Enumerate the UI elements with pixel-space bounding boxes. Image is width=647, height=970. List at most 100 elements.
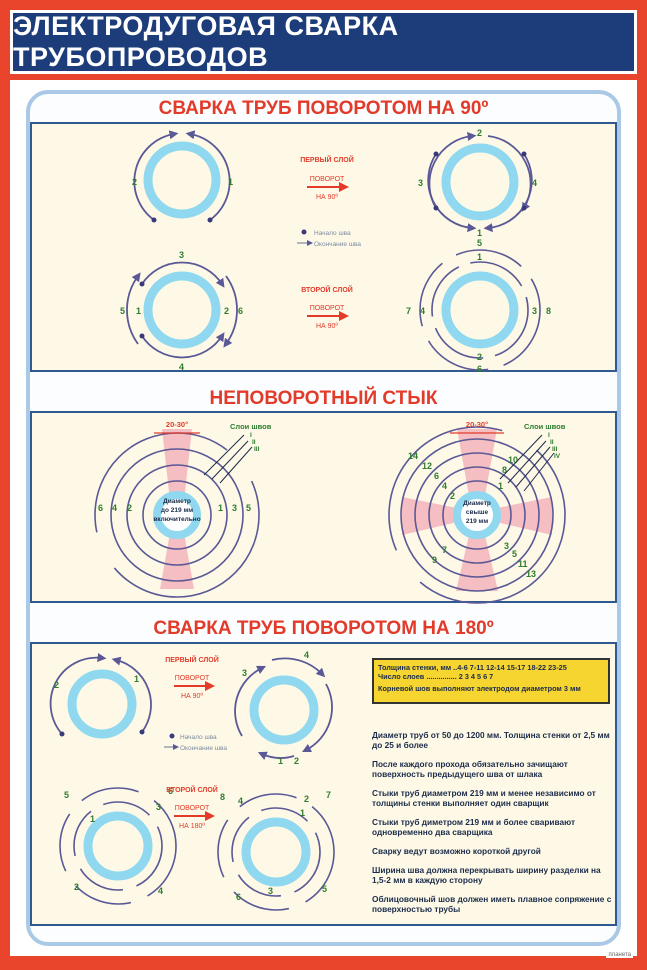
- fixed-joint-small: 20-30° Диаметр до 219 мм включительно 6 …: [94, 420, 272, 598]
- legend-end: Окончание шва: [314, 241, 361, 248]
- pipe-second-layer-after: 5 1 7 4 3 8 2 6: [406, 238, 551, 374]
- section-rotation-180-title: СВАРКА ТРУБ ПОВОРОТОМ НА 180º: [153, 618, 494, 639]
- pass-number: 11: [518, 559, 528, 569]
- pass-number: 2: [304, 794, 309, 804]
- pass-number: 2: [477, 352, 482, 362]
- section-fixed-joint-title: НЕПОВОРОТНЫЙ СТЫК: [209, 388, 438, 409]
- pass-number: 5: [322, 884, 327, 894]
- publisher-logo: планета: [606, 952, 633, 958]
- rotation-label: ПОВОРОТ: [175, 805, 210, 812]
- section-rotation-90-panel: 2 1 ПЕРВЫЙ СЛОЙ ПОВОРОТ НА 90º Начало шв…: [30, 122, 617, 374]
- pass-number: 1: [134, 674, 139, 684]
- pass-number: 2: [127, 503, 132, 513]
- pass-number: 14: [408, 451, 418, 461]
- second-layer-label: ВТОРОЙ СЛОЙ: [301, 285, 353, 294]
- rotation-label: ПОВОРОТ: [310, 176, 345, 183]
- pass-number: 10: [508, 455, 518, 465]
- pass-number: 1: [228, 177, 233, 187]
- pipe-180-second-before: 5 6 1 3 2 4: [59, 786, 177, 905]
- pass-number: 8: [546, 306, 551, 316]
- second-layer-label: ВТОРОЙ СЛОЙ: [166, 785, 218, 794]
- pass-number: 1: [278, 756, 283, 766]
- rotation-degree: НА 180º: [179, 823, 205, 830]
- note-item: Сварку ведут возможно короткой другой: [372, 846, 541, 856]
- layer-label: II: [550, 439, 554, 446]
- fixed-joint-diagram: 20-30° Диаметр до 219 мм включительно 6 …: [94, 420, 566, 604]
- pass-number: 13: [526, 569, 536, 579]
- pass-number: 5: [120, 306, 125, 316]
- pass-number: 2: [132, 177, 137, 187]
- pipe-first-layer-after: 2 3 4 1: [418, 128, 537, 238]
- pass-number: 5: [64, 790, 69, 800]
- pass-number: 6: [434, 471, 439, 481]
- legend-start: Начало шва: [314, 230, 351, 237]
- pipe-second-layer-before: 3 5 1 2 6 4: [120, 250, 243, 372]
- layers-title: Слои швов: [524, 422, 566, 431]
- legend-start: Начало шва: [180, 734, 217, 741]
- angle-label: 20-30°: [166, 420, 188, 429]
- note-item: Ширина шва должна перекрывать ширину раз…: [372, 865, 601, 885]
- pass-number: 1: [218, 503, 223, 513]
- pass-number: 3: [532, 306, 537, 316]
- pass-number: 4: [532, 178, 537, 188]
- center-label: до 219 мм: [161, 507, 193, 514]
- pass-number: 4: [304, 650, 309, 660]
- rotation-degree: НА 90º: [316, 194, 338, 201]
- angle-label: 20-30°: [466, 420, 488, 429]
- layers-title: Слои швов: [230, 422, 272, 431]
- pass-number: 5: [512, 549, 517, 559]
- pass-number: 6: [98, 503, 103, 513]
- center-label: Диаметр: [163, 498, 191, 505]
- pass-number: 1: [300, 808, 305, 818]
- pass-number: 9: [432, 555, 437, 565]
- pipe-180-first-after: 4 3 1 2: [234, 650, 333, 766]
- pass-number: 4: [420, 306, 425, 316]
- pass-number: 6: [236, 892, 241, 902]
- pass-number: 3: [504, 541, 509, 551]
- poster-title: ЭЛЕКТРОДУГОВАЯ СВАРКА ТРУБОПРОВОДОВ: [13, 11, 399, 72]
- pass-number: 2: [54, 680, 59, 690]
- pass-number: 3: [242, 668, 247, 678]
- pass-number: 1: [136, 306, 141, 316]
- legend-end: Окончание шва: [180, 745, 227, 752]
- table-note: Корневой шов выполняют электродом диамет…: [378, 684, 581, 693]
- pass-number: 2: [477, 128, 482, 138]
- rotation-label: ПОВОРОТ: [175, 675, 210, 682]
- pass-number: 6: [477, 364, 482, 374]
- center-label: Диаметр: [463, 500, 491, 507]
- center-label: 219 мм: [466, 518, 488, 525]
- pass-number: 4: [238, 796, 243, 806]
- pass-number: 6: [238, 306, 243, 316]
- pass-number: 1: [90, 814, 95, 824]
- pass-number: 1: [477, 252, 482, 262]
- pass-number: 7: [326, 790, 331, 800]
- first-layer-label: ПЕРВЫЙ СЛОЙ: [165, 655, 219, 664]
- pass-number: 7: [406, 306, 411, 316]
- pass-number: 5: [477, 238, 482, 248]
- pass-number: 8: [220, 792, 225, 802]
- pass-number: 4: [179, 362, 184, 372]
- pass-number: 3: [418, 178, 423, 188]
- pipe-180-second-after: 8 4 2 7 1 5 6 3: [217, 790, 335, 911]
- center-label: включительно: [153, 516, 200, 523]
- wall-thickness-table: Толщина стенки, мм ..4-6 7-11 12-14 15-1…: [372, 658, 610, 704]
- layer-label: III: [552, 446, 558, 453]
- pass-number: 2: [294, 756, 299, 766]
- table-row-layers: Число слоев ............... 2 3 4 5 6 7: [378, 672, 494, 681]
- center-label: свыше: [466, 509, 489, 516]
- table-row-thickness: Толщина стенки, мм ..4-6 7-11 12-14 15-1…: [378, 663, 567, 672]
- poster-board: СВАРКА ТРУБ ПОВОРОТОМ НА 90º 2 1 ПЕРВЫЙ …: [10, 80, 637, 956]
- pass-number: 12: [422, 461, 432, 471]
- pass-number: 4: [442, 481, 447, 491]
- pass-number: 7: [442, 545, 447, 555]
- poster-header: ЭЛЕКТРОДУГОВАЯ СВАРКА ТРУБОПРОВОДОВ: [10, 10, 637, 74]
- pass-number: 2: [74, 882, 79, 892]
- pass-number: 3: [156, 802, 161, 812]
- pipe-180-first-before: 2 1: [49, 653, 152, 739]
- layer-label: IV: [554, 453, 561, 460]
- note-item: После каждого прохода обязательно зачища…: [372, 759, 568, 779]
- layer-label: II: [252, 439, 256, 446]
- layer-label: III: [254, 446, 260, 453]
- rotation-label: ПОВОРОТ: [310, 305, 345, 312]
- note-item: Облицовочный шов должен иметь плавное со…: [372, 894, 612, 914]
